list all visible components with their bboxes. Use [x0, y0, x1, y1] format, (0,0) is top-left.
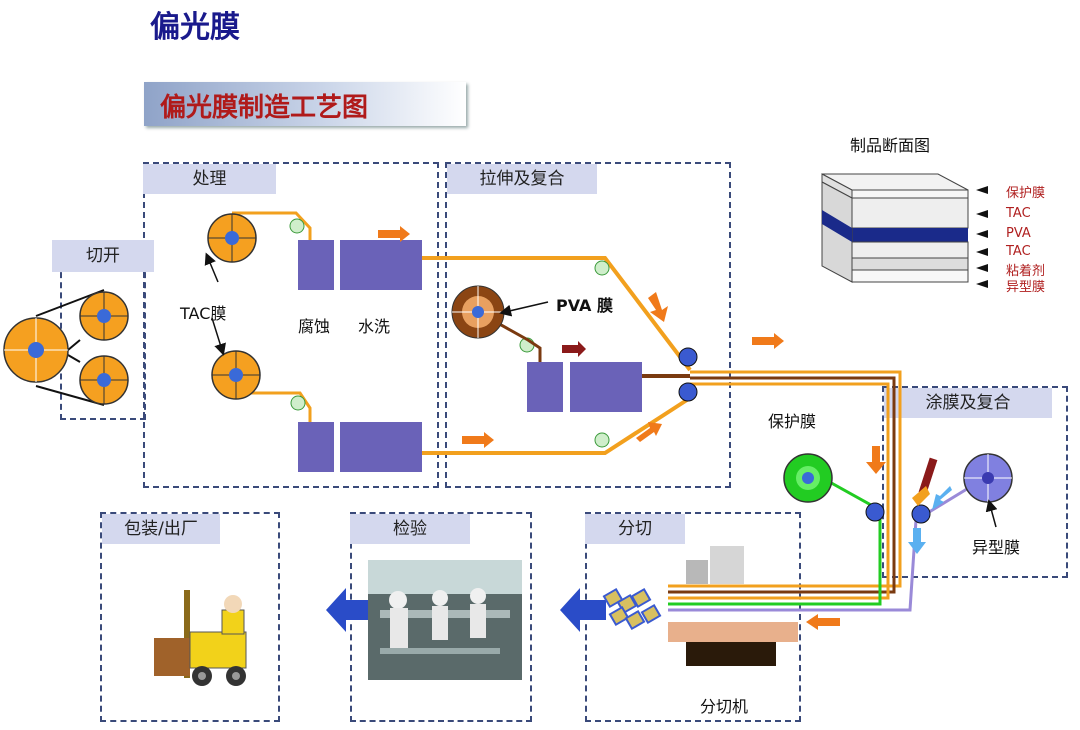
cut-open-rolls [3, 289, 129, 406]
cross-section-layer: 保护膜 [1006, 186, 1046, 201]
laminate-line [668, 370, 986, 612]
pva-arrow [562, 341, 586, 357]
stage-label-inspection: 检验 [350, 514, 470, 544]
etching-label: 腐蚀 [298, 317, 331, 336]
coating-composite-box [882, 386, 1068, 578]
slitter-label: 分切机 [700, 697, 749, 716]
guide-roller-icons [289, 218, 610, 448]
tac-film-label: TAC膜 [180, 304, 227, 323]
stage-label-treatment: 处理 [143, 164, 276, 194]
stretch-tank [527, 362, 563, 412]
stage-label-cut-open: 切开 [52, 240, 154, 272]
cross-section-title: 制品断面图 [850, 136, 931, 155]
coater-blade-icon [912, 457, 938, 506]
cross-section-layer: TAC [1006, 244, 1031, 259]
stage-label-packing: 包装/出厂 [102, 514, 220, 544]
etching-washing-tanks [298, 240, 422, 472]
flow-arrows [378, 226, 886, 630]
slitter-machine [668, 546, 798, 666]
cross-section-diagram [821, 173, 988, 288]
banner: 偏光膜制造工艺图 [144, 82, 466, 126]
cross-section-layer: PVA [1006, 226, 1031, 241]
blue-arrow-left [560, 588, 606, 632]
nip-roller-icons [678, 347, 931, 524]
cross-section-layer: 异型膜 [1006, 280, 1046, 295]
inspection-photo [368, 560, 522, 680]
cross-section-layer: TAC [1006, 206, 1031, 221]
page-title: 偏光膜 [150, 10, 240, 45]
blue-arrow-left [326, 588, 370, 632]
protective-film-label: 保护膜 [768, 412, 817, 431]
cross-section-layer: 粘着剂 [1006, 264, 1046, 279]
stretch-composite-box [445, 162, 731, 488]
stretch-tank [570, 362, 642, 412]
slit-film-pieces [602, 587, 662, 631]
banner-title: 偏光膜制造工艺图 [160, 93, 369, 123]
packing-box [100, 512, 280, 722]
stage-label-stretch-composite: 拉伸及复合 [447, 164, 597, 194]
forklift-icon [154, 590, 247, 686]
release-film-label: 异型膜 [972, 538, 1021, 557]
washing-label: 水洗 [358, 317, 391, 336]
pva-film-label: PVA 膜 [556, 296, 613, 315]
stage-label-slitting: 分切 [585, 514, 685, 544]
blue-small-arrows [908, 486, 952, 554]
stage-label-coating-composite: 涂膜及复合 [884, 388, 1052, 418]
treatment-box [143, 162, 439, 488]
